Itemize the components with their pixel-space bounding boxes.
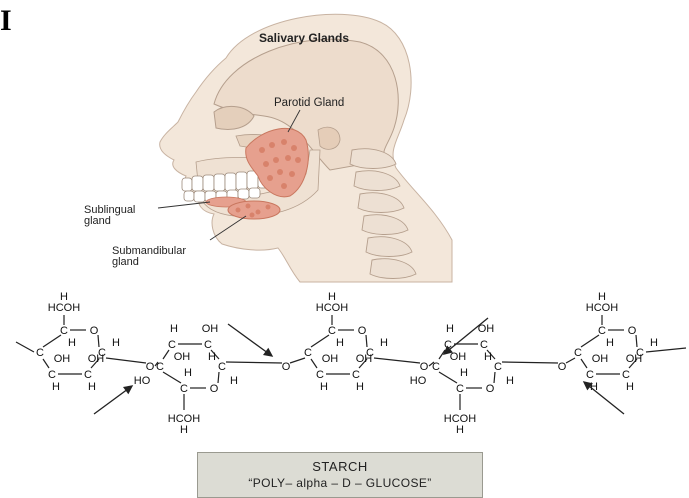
starch-caption-subtitle: “POLY– alpha – D – GLUCOSE”: [198, 476, 482, 490]
bond-line: [374, 358, 420, 363]
atom-label-c: C: [494, 361, 502, 373]
atom-label-o: O: [420, 361, 429, 373]
atom-label-h: H: [606, 337, 614, 349]
atom-label-ho: HO: [134, 375, 151, 387]
atom-label-hcoh: HCOH: [316, 302, 348, 314]
atom-label-c: C: [156, 361, 164, 373]
atom-label-c: C: [480, 339, 488, 351]
atom-label-c: C: [84, 369, 92, 381]
atom-label-oh: OH: [322, 353, 339, 365]
bond-line: [106, 358, 146, 363]
bond-line: [43, 359, 49, 368]
atom-label-h: H: [184, 367, 192, 379]
cleavage-arrow: [228, 324, 272, 356]
atom-label-hcoh: HCOH: [48, 302, 80, 314]
atom-label-h: H: [456, 424, 464, 436]
atom-label-o: O: [558, 361, 567, 373]
atom-label-c: C: [456, 383, 464, 395]
cleavage-arrow-head: [264, 349, 272, 356]
atom-label-h: H: [626, 381, 634, 393]
bond-line: [581, 359, 587, 368]
atom-label-h: H: [484, 351, 492, 363]
atom-label-o: O: [90, 325, 99, 337]
atom-label-o: O: [210, 383, 219, 395]
atom-label-c: C: [218, 361, 226, 373]
bond-line: [502, 362, 558, 363]
bond-line: [311, 335, 329, 347]
atom-label-c: C: [168, 339, 176, 351]
atom-label-h: H: [320, 381, 328, 393]
bond-line: [16, 342, 34, 352]
atom-label-c: C: [432, 361, 440, 373]
atom-label-c: C: [622, 369, 630, 381]
bond-line: [226, 362, 282, 363]
chemical-bonds: [16, 315, 686, 410]
atom-label-h: H: [88, 381, 96, 393]
atom-label-oh: OH: [54, 353, 71, 365]
atom-label-h: H: [208, 351, 216, 363]
atom-label-oh: OH: [174, 351, 191, 363]
bond-line: [218, 372, 219, 383]
atom-label-c: C: [180, 383, 188, 395]
atom-label-oh: OH: [202, 323, 219, 335]
atom-label-hcoh: HCOH: [586, 302, 618, 314]
atom-label-c: C: [598, 325, 606, 337]
atom-label-c: C: [328, 325, 336, 337]
atom-label-h: H: [506, 375, 514, 387]
atom-label-h: H: [380, 337, 388, 349]
atom-label-h: H: [460, 367, 468, 379]
bond-line: [439, 372, 457, 383]
atom-label-h: H: [356, 381, 364, 393]
atom-label-o: O: [282, 361, 291, 373]
atom-label-c: C: [48, 369, 56, 381]
cleavage-arrow-head: [124, 386, 132, 393]
atom-label-h: H: [230, 375, 238, 387]
atom-label-o: O: [628, 325, 637, 337]
bond-line: [581, 335, 599, 347]
atom-label-c: C: [36, 347, 44, 359]
atom-label-c: C: [586, 369, 594, 381]
atom-label-h: H: [446, 323, 454, 335]
atom-label-c: C: [204, 339, 212, 351]
atom-label-c: C: [352, 369, 360, 381]
atom-label-oh: OH: [88, 353, 105, 365]
atom-label-c: C: [304, 347, 312, 359]
atom-label-oh: OH: [592, 353, 609, 365]
atom-label-c: C: [316, 369, 324, 381]
atom-label-c: C: [60, 325, 68, 337]
atom-label-o: O: [358, 325, 367, 337]
atom-label-oh: OH: [450, 351, 467, 363]
bond-line: [163, 350, 169, 359]
atom-label-h: H: [52, 381, 60, 393]
atom-label-h: H: [68, 337, 76, 349]
atom-label-h: H: [170, 323, 178, 335]
starch-caption-box: STARCH “POLY– alpha – D – GLUCOSE”: [197, 452, 483, 498]
bond-line: [163, 372, 181, 383]
atom-label-c: C: [574, 347, 582, 359]
atom-label-h: H: [180, 424, 188, 436]
atom-label-h: H: [650, 337, 658, 349]
atom-label-oh: OH: [356, 353, 373, 365]
bond-line: [43, 335, 61, 347]
atom-label-ho: HO: [410, 375, 427, 387]
atom-label-o: O: [486, 383, 495, 395]
atom-label-h: H: [336, 337, 344, 349]
bond-line: [494, 372, 495, 383]
atom-label-oh: OH: [626, 353, 643, 365]
bond-line: [290, 358, 305, 363]
starch-caption-title: STARCH: [198, 459, 482, 474]
bond-line: [311, 359, 317, 368]
atom-label-o: O: [146, 361, 155, 373]
atom-label-h: H: [112, 337, 120, 349]
